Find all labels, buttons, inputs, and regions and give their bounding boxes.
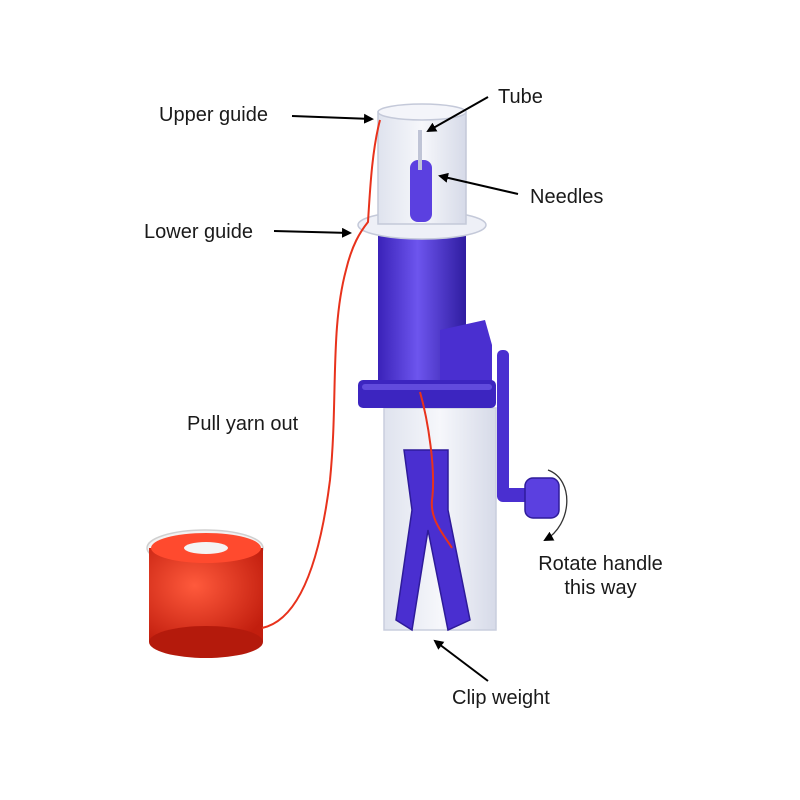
clear-tube-rim: [377, 103, 467, 121]
label-pull-yarn-out: Pull yarn out: [187, 413, 299, 435]
label-rotate-handle: Rotate handle this way: [528, 552, 673, 600]
label-needles: Needles: [530, 186, 604, 208]
yarn-thread: [261, 119, 453, 629]
clip-weight: [395, 449, 471, 632]
label-rotate-handle-line2: this way: [564, 577, 637, 599]
rotate-arc-arrow: [543, 469, 568, 541]
label-tube: Tube: [498, 86, 543, 108]
arrow-tube: [426, 96, 489, 132]
label-clip-weight: Clip weight: [452, 687, 550, 709]
needle-wire: [418, 130, 422, 170]
yarn-spool-hole: [184, 542, 228, 554]
arrow-needles: [438, 172, 519, 195]
arrow-upper-guide: [291, 113, 374, 124]
arrow-lower-guide: [273, 227, 352, 238]
base-plate-highlight: [362, 384, 492, 390]
yarn-spool-bottom: [149, 626, 263, 658]
label-upper-guide: Upper guide: [159, 104, 268, 126]
crank-knob: [524, 477, 560, 519]
crank-arm: [497, 350, 509, 500]
machine-housing: [440, 320, 492, 395]
arrow-clip-weight: [433, 639, 489, 682]
label-rotate-handle-line1: Rotate handle: [538, 553, 663, 575]
label-lower-guide: Lower guide: [144, 221, 253, 243]
needles: [410, 160, 432, 222]
